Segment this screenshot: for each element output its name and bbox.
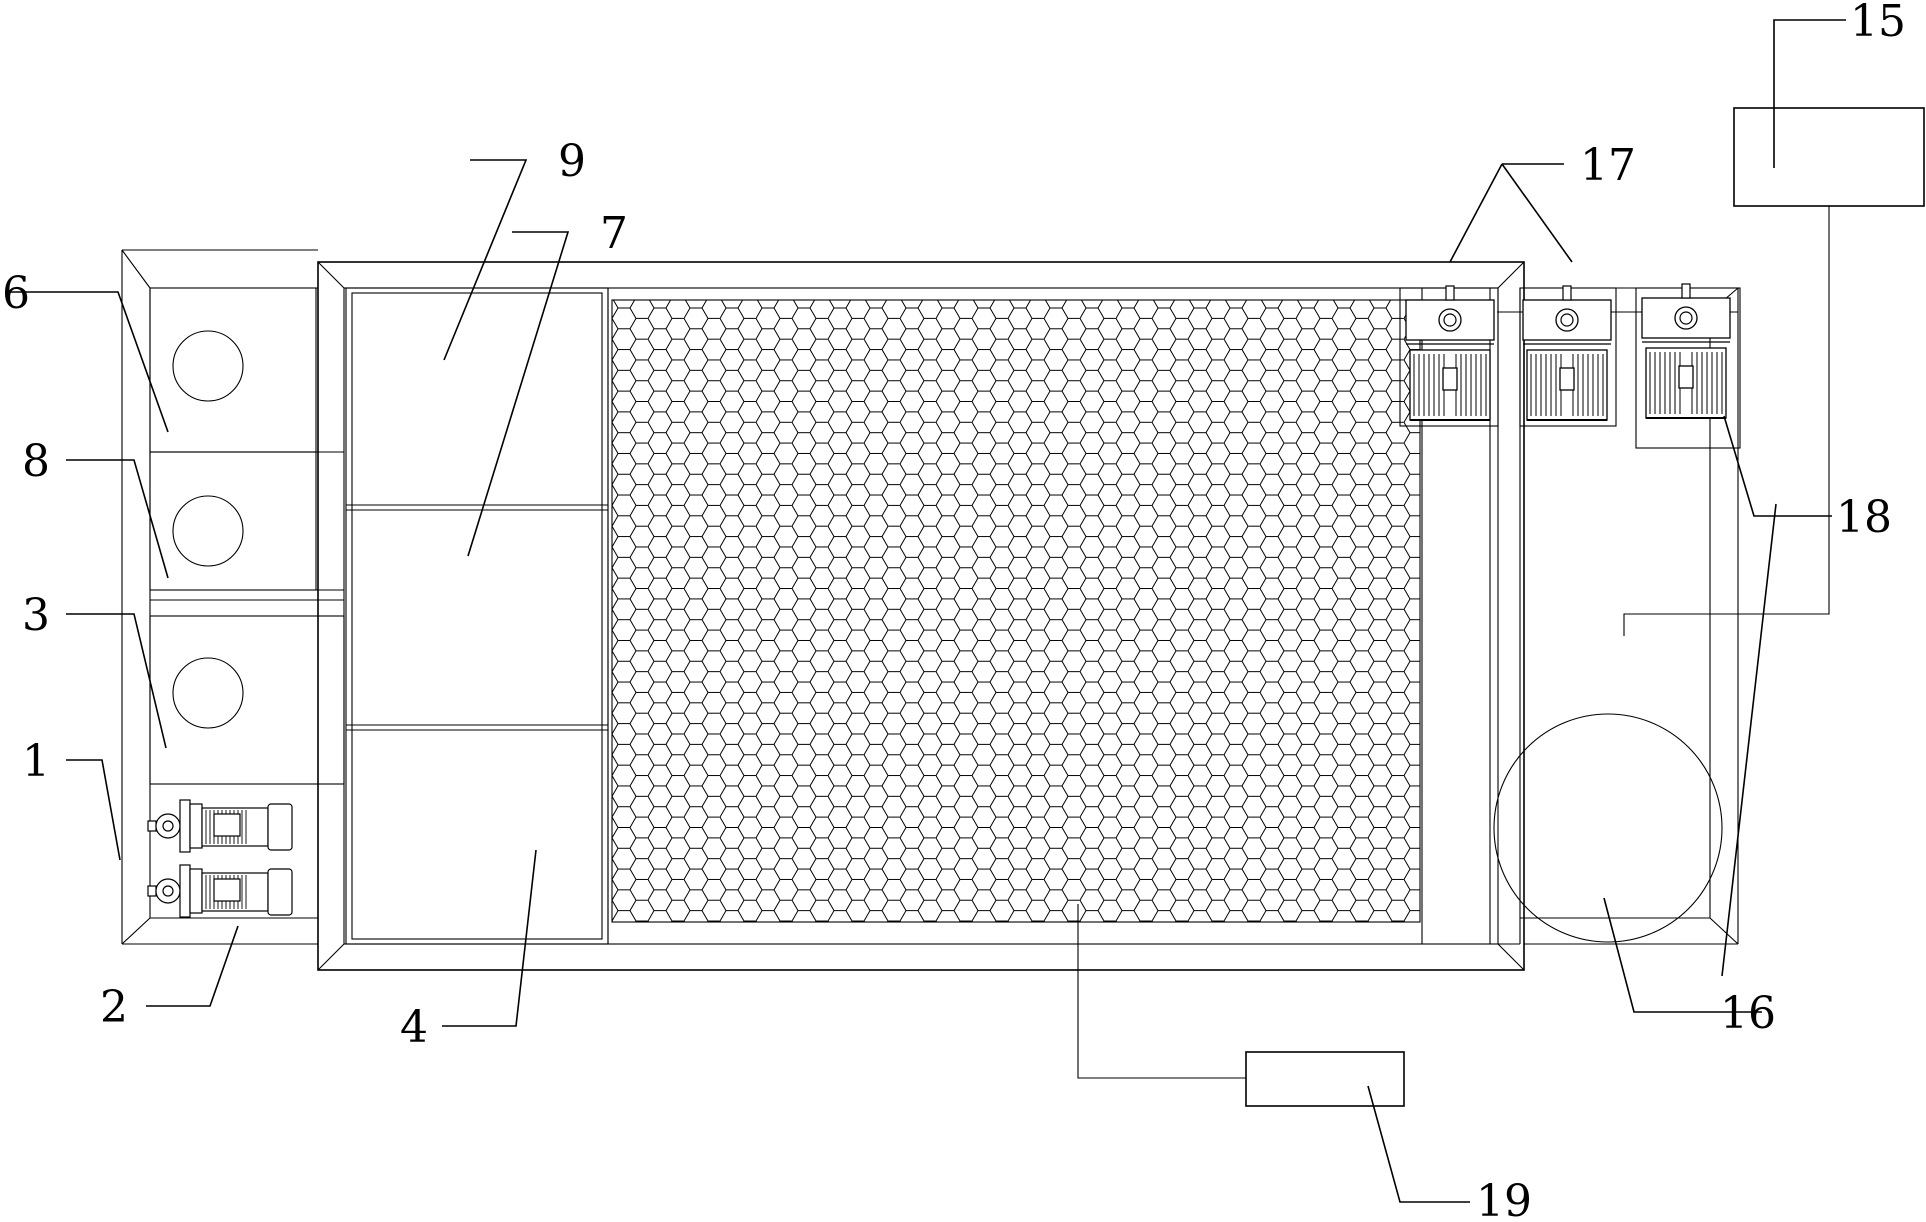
leader-lines	[8, 19, 1846, 1203]
label-2: 2	[100, 982, 128, 1033]
box-15	[1733, 107, 1925, 207]
label-3: 3	[22, 590, 50, 641]
label-8: 8	[22, 436, 50, 487]
motor-3	[1635, 283, 1741, 449]
chamber-6	[149, 287, 317, 453]
box-19	[1245, 1051, 1405, 1107]
label-19: 19	[1476, 1176, 1532, 1222]
circular-tank-16	[1493, 713, 1723, 943]
pump-upper	[147, 799, 293, 853]
label-17: 17	[1580, 140, 1636, 191]
label-18: 18	[1836, 492, 1892, 543]
label-15: 15	[1850, 0, 1906, 47]
label-9: 9	[558, 136, 586, 187]
honeycomb-filter	[607, 288, 1421, 944]
compartments-9-7-4	[345, 287, 609, 945]
line-15	[1623, 206, 1830, 636]
chamber-8	[149, 451, 344, 601]
label-1: 1	[22, 736, 50, 787]
label-6: 6	[2, 268, 30, 319]
label-7: 7	[600, 208, 628, 259]
label-4: 4	[400, 1002, 428, 1053]
pump-lower	[147, 864, 293, 918]
line-19	[1077, 904, 1246, 1079]
motor-2	[1519, 285, 1617, 427]
motor-1	[1399, 285, 1499, 427]
label-16: 16	[1720, 988, 1776, 1039]
chamber-3	[149, 451, 345, 785]
